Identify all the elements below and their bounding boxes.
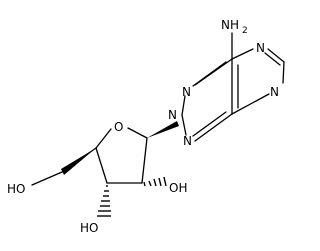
bond-n-bottom-c4	[231, 93, 270, 115]
atom-label-ring-oxygen: O	[114, 120, 123, 134]
bond-c1-c2	[141, 137, 148, 184]
bond-n-top-c5-double	[264, 52, 281, 66]
atom-label-oh-ch2: HO	[7, 182, 25, 196]
bond-c3-c4	[95, 147, 108, 184]
atom-label-n1: N	[182, 85, 191, 99]
hash-c2-oh	[143, 176, 167, 187]
atom-label-n3: N	[183, 134, 192, 148]
bond-n2-n3	[181, 114, 187, 136]
bond-n1-n2	[181, 95, 186, 116]
bond-n-top-c5	[267, 48, 285, 63]
hash-c3-oh	[97, 185, 111, 217]
bond-skeleton	[31, 32, 285, 186]
atom-labels: NH 2 N N N N N O HO HO OH	[7, 18, 279, 235]
wedge-c4-ch2	[61, 148, 96, 175]
bond-c4-o	[95, 128, 112, 149]
bond-n3-c4-double	[192, 111, 227, 137]
atom-label-oh-c2: OH	[169, 181, 187, 195]
atom-label-n-pyrimidine-top: N	[256, 41, 265, 55]
bond-c5-n-bottom	[282, 61, 285, 84]
atom-label-nh2-subscript: 2	[242, 26, 248, 36]
atom-label-nh2: NH	[221, 18, 239, 32]
wedge-c1-n2	[147, 121, 179, 138]
bond-n3-c4	[194, 113, 233, 142]
stereo-bonds	[61, 121, 179, 217]
bond-o-c1	[127, 127, 148, 139]
atom-label-oh-c3: HO	[80, 221, 98, 235]
atom-label-n2: N	[168, 108, 177, 122]
structure-diagram: NH 2 N N N N N O HO HO OH	[7, 18, 285, 235]
bond-ch2-oh	[31, 171, 63, 186]
bond-c7-n-top	[231, 48, 254, 60]
bond-c7a-n1-double	[192, 61, 227, 87]
atom-label-n-pyrimidine-bottom: N	[270, 85, 279, 99]
